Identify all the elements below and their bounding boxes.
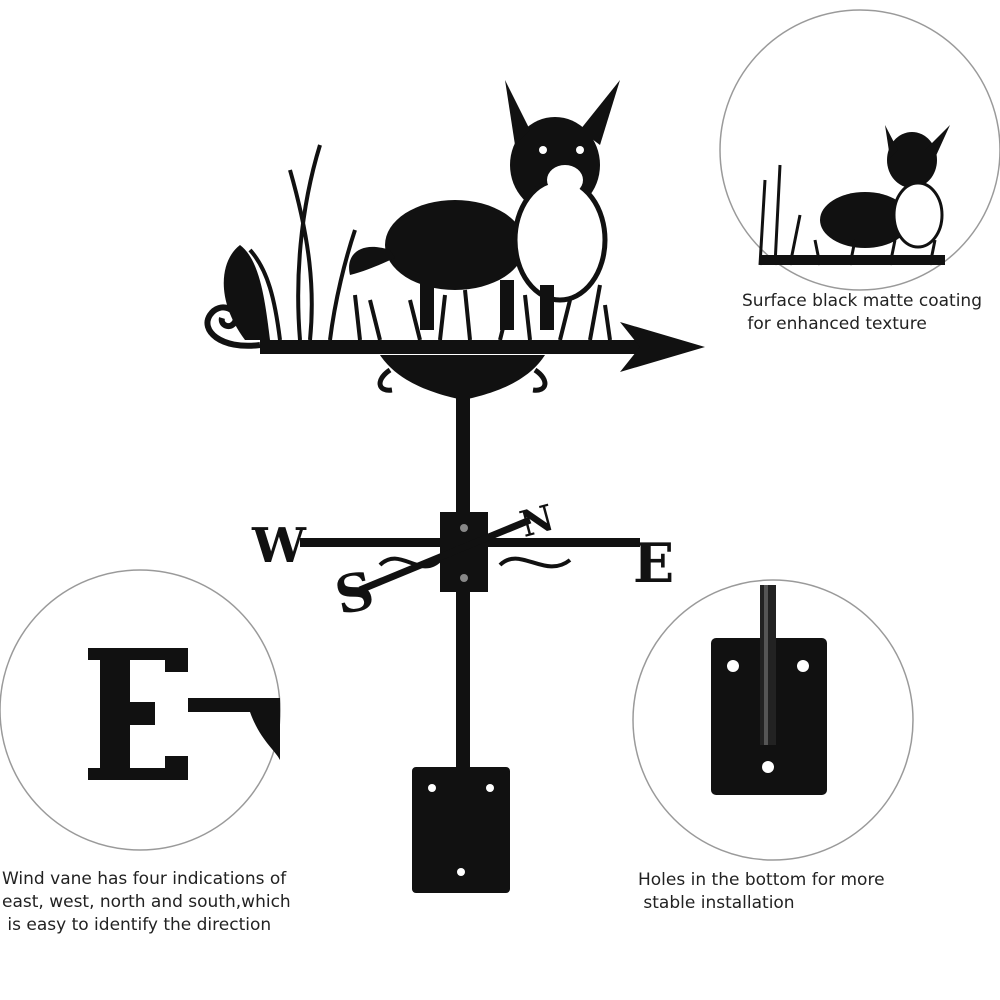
mount-plate-detail: [711, 585, 827, 795]
caption-line: Holes in the bottom for more: [638, 870, 885, 890]
letter-e-detail: [88, 648, 280, 780]
caption-holes: Holes in the bottom for more stable inst…: [638, 869, 885, 915]
caption-line: Wind vane has four indications of: [2, 869, 287, 889]
caption-coating: Surface black matte coating for enhanced…: [742, 290, 982, 336]
caption-directions: Wind vane has four indications of east, w…: [2, 868, 291, 937]
detail-circle-coating: [719, 9, 1000, 291]
mounting-plate: [412, 767, 510, 893]
caption-line: Surface black matte coating: [742, 291, 982, 311]
caption-line: for enhanced texture: [742, 314, 927, 334]
corgi-silhouette: [349, 80, 620, 330]
detail-circle-mount: [632, 579, 914, 861]
caption-line: is easy to identify the direction: [2, 915, 272, 935]
vane-arrow: [204, 245, 705, 400]
compass-arms: W E N S: [251, 497, 674, 628]
caption-line: east, west, north and south,which: [2, 892, 291, 912]
compass-letter-south: S: [330, 560, 379, 627]
compass-letter-east: E: [633, 531, 674, 595]
caption-line: stable installation: [638, 893, 795, 913]
coating-detail-corgi: [758, 125, 950, 266]
compass-letter-west: W: [251, 518, 307, 574]
